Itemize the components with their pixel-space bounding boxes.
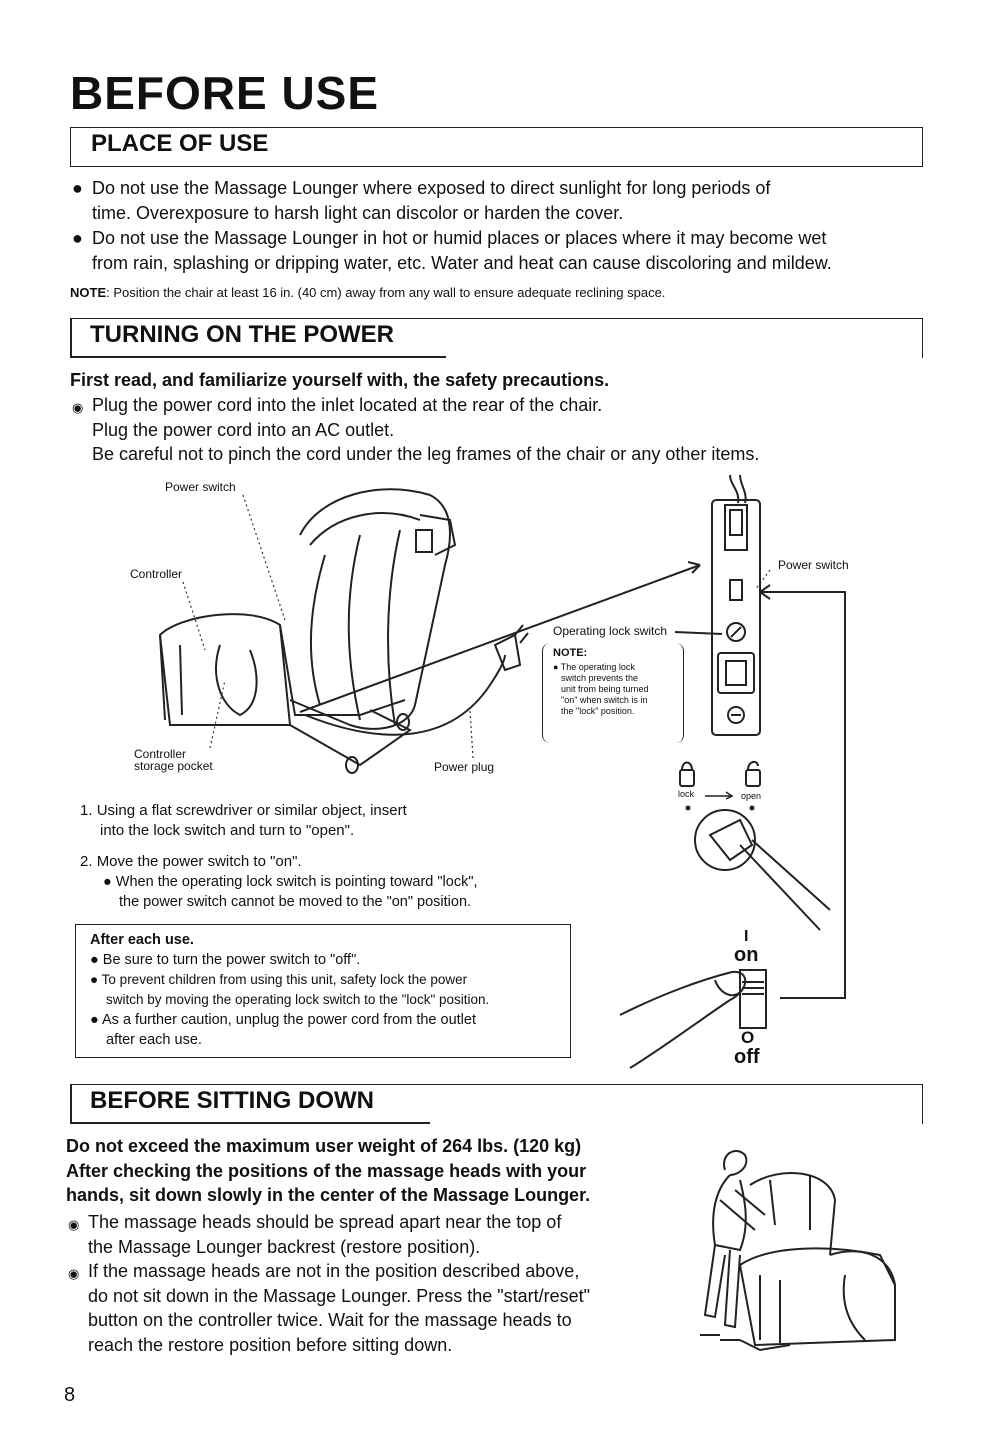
text-line: switch prevents the bbox=[561, 673, 639, 683]
text-line: unit from being turned bbox=[561, 684, 649, 694]
text-line: hands, sit down slowly in the center of … bbox=[66, 1185, 591, 1205]
text-line: Controller bbox=[134, 747, 187, 761]
bullet-icon: ● bbox=[90, 972, 102, 987]
note-title: NOTE: bbox=[553, 647, 588, 659]
text-line: Be careful not to pinch the cord under t… bbox=[92, 444, 760, 464]
power-instructions: ◉ Plug the power cord into the inlet loc… bbox=[72, 393, 760, 467]
text-line: from rain, splashing or dripping water, … bbox=[92, 252, 832, 273]
sitting-bullet-1: ◉ The massage heads should be spread apa… bbox=[68, 1210, 562, 1259]
place-bullet-1: ● Do not use the Massage Lounger where e… bbox=[72, 176, 771, 225]
note-label: NOTE bbox=[70, 285, 107, 300]
bullet-icon: ● bbox=[72, 228, 83, 248]
section-title: BEFORE SITTING DOWN bbox=[90, 1087, 374, 1114]
label-controller-storage-pocket: Controller storage pocket bbox=[134, 748, 213, 772]
text-line: Do not use the Massage Lounger where exp… bbox=[92, 178, 771, 198]
text-line: switch by moving the operating lock swit… bbox=[106, 992, 490, 1007]
bullet-icon: ● bbox=[90, 952, 103, 968]
step-number: 1. bbox=[80, 802, 93, 819]
text-line: The massage heads should be spread apart… bbox=[88, 1212, 562, 1232]
sitting-lead: Do not exceed the maximum user weight of… bbox=[66, 1134, 590, 1208]
note-bracket bbox=[542, 643, 684, 743]
label-power-plug: Power plug bbox=[434, 760, 495, 774]
label-operating-lock-switch: Operating lock switch bbox=[553, 624, 668, 638]
text-line: Plug the power cord into the inlet locat… bbox=[92, 395, 603, 415]
power-switch-finger-illustration bbox=[619, 969, 767, 1069]
after-each-use-list: ● Be sure to turn the power switch to "o… bbox=[90, 952, 490, 1048]
sitting-bullet-2: ◉ If the massage heads are not in the po… bbox=[68, 1259, 591, 1357]
circle-bullet-icon: ◉ bbox=[68, 1266, 80, 1281]
text-line: After checking the positions of the mass… bbox=[66, 1160, 587, 1181]
step-number: 2. bbox=[80, 853, 93, 870]
off-label: off bbox=[734, 1046, 760, 1068]
text-line: the Massage Lounger backrest (restore po… bbox=[88, 1236, 481, 1257]
text-line: reach the restore position before sittin… bbox=[88, 1334, 453, 1355]
place-note: NOTE: Position the chair at least 16 in.… bbox=[70, 281, 665, 306]
bullet-icon: ● bbox=[553, 662, 561, 672]
text-line: button on the controller twice. Wait for… bbox=[88, 1310, 572, 1330]
circle-bullet-icon: ◉ bbox=[72, 400, 84, 415]
step-2-note: ● When the operating lock switch is poin… bbox=[103, 874, 478, 910]
step-1: 1. Using a flat screwdriver or similar o… bbox=[80, 801, 407, 841]
bullet-icon: ● bbox=[103, 874, 116, 890]
text-line: storage pocket bbox=[134, 759, 213, 773]
section-header-before-sitting-down: BEFORE SITTING DOWN bbox=[70, 1084, 923, 1124]
on-label: on bbox=[734, 944, 759, 966]
note-text: : Position the chair at least 16 in. (40… bbox=[106, 285, 666, 300]
circle-bullet-icon: ◉ bbox=[68, 1217, 80, 1232]
step-2: 2. Move the power switch to "on". bbox=[80, 852, 302, 872]
text-line: into the lock switch and turn to "open". bbox=[100, 822, 355, 839]
section-title: TURNING ON THE POWER bbox=[90, 321, 394, 348]
off-symbol: O bbox=[741, 1028, 755, 1047]
text-line: If the massage heads are not in the posi… bbox=[88, 1261, 580, 1281]
bullet-icon: ● bbox=[90, 1012, 102, 1028]
massage-chair-illustration bbox=[158, 488, 529, 774]
arrow-right-icon bbox=[705, 791, 734, 800]
text-line: the power switch cannot be moved to the … bbox=[119, 894, 472, 910]
label-power-switch-right: Power switch bbox=[778, 558, 849, 572]
section-header-turning-on-power: TURNING ON THE POWER bbox=[70, 318, 923, 358]
text-line: "on" when switch is in bbox=[561, 695, 648, 705]
section-header-place-of-use: PLACE OF USE bbox=[70, 127, 923, 167]
section-title: PLACE OF USE bbox=[91, 130, 269, 157]
note-body: ● The operating lock switch prevents the… bbox=[553, 662, 649, 716]
text-line: time. Overexposure to harsh light can di… bbox=[92, 202, 624, 223]
label-power-switch: Power switch bbox=[165, 480, 236, 494]
person-checking-chair-illustration bbox=[700, 1150, 896, 1352]
screwdriver-dial-illustration bbox=[685, 805, 831, 931]
text-line: do not sit down in the Massage Lounger. … bbox=[88, 1285, 591, 1306]
after-each-use-title: After each use. bbox=[90, 932, 194, 948]
page-number: 8 bbox=[64, 1384, 76, 1406]
page-title: BEFORE USE bbox=[70, 67, 380, 119]
text-line: after each use. bbox=[106, 1032, 202, 1048]
bullet-icon: ● bbox=[72, 178, 83, 198]
lock-open-icons bbox=[679, 760, 761, 787]
text-line: Do not use the Massage Lounger in hot or… bbox=[92, 228, 827, 248]
label-open: open bbox=[741, 791, 762, 801]
text-line: Do not exceed the maximum user weight of… bbox=[66, 1136, 582, 1156]
on-symbol: I bbox=[744, 928, 749, 945]
power-lead: First read, and familiarize yourself wit… bbox=[70, 370, 610, 390]
place-bullet-2: ● Do not use the Massage Lounger in hot … bbox=[72, 226, 832, 275]
text-line: Move the power switch to "on". bbox=[96, 853, 302, 870]
text-line: Plug the power cord into an AC outlet. bbox=[92, 419, 395, 440]
control-panel-illustration bbox=[711, 474, 761, 736]
after-each-use-box bbox=[75, 924, 571, 1058]
text-line: the "lock" position. bbox=[561, 706, 635, 716]
text-line: Using a flat screwdriver or similar obje… bbox=[96, 802, 407, 819]
label-lock: lock bbox=[678, 789, 695, 799]
label-controller: Controller bbox=[130, 567, 183, 581]
